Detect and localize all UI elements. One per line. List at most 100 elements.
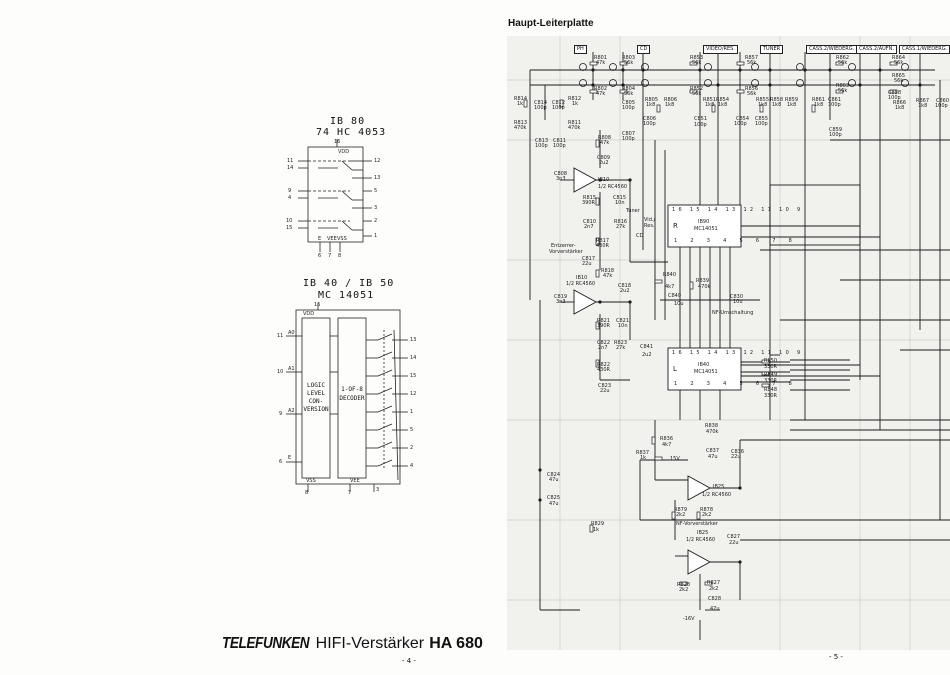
comp-c815-ref: C815 bbox=[613, 195, 627, 201]
comp-r861-ref: R861 bbox=[812, 97, 826, 103]
chip2-pin-15: 15 bbox=[410, 373, 417, 379]
ib40-name: IB40 bbox=[698, 362, 710, 368]
comp-r816-val: 27k bbox=[616, 224, 626, 230]
input-cass1-wiederg: CASS.1/WIEDERG. bbox=[899, 45, 950, 54]
logic-line-3: CON- bbox=[308, 398, 324, 405]
comp-r828-val: 2k2 bbox=[679, 587, 689, 593]
ib90-pin: 6 bbox=[755, 238, 765, 244]
comp-r812-val: 1k bbox=[572, 101, 579, 107]
comp-r802-ref: R802 bbox=[594, 86, 608, 92]
v15-label: 15V bbox=[670, 456, 680, 462]
comp-c811-val: 100p bbox=[553, 143, 566, 149]
comp-c859-ref: C859 bbox=[829, 127, 843, 133]
comp-c830-val: 10u bbox=[733, 299, 743, 305]
comp-r823-ref: R823 bbox=[614, 340, 628, 346]
input-cass2-aufn: CASS.2/AUFN. bbox=[856, 45, 897, 54]
ib40-pin: 1 bbox=[674, 381, 683, 387]
ib90-pin: 8 bbox=[788, 238, 798, 244]
comp-r838-val: 470k bbox=[706, 429, 719, 435]
comp-c837-ref: C837 bbox=[706, 448, 720, 454]
comp-r848-val: 330R bbox=[764, 393, 778, 399]
comp-c836-ref: C836 bbox=[731, 449, 745, 455]
comp-c813-val: 100p bbox=[535, 143, 548, 149]
comp-c825-ref: C825 bbox=[547, 495, 561, 501]
ib40-pin: 11 bbox=[761, 350, 775, 356]
input-cd: CD bbox=[637, 45, 651, 54]
comp-r806-val: 1k8 bbox=[665, 102, 675, 108]
chip1-title-line2: 74 HC 4053 bbox=[316, 127, 387, 138]
chip1-pin-14: 14 bbox=[287, 165, 294, 171]
chip2-vss-label: VSS bbox=[306, 478, 316, 484]
comp-c818-val: 2u2 bbox=[620, 288, 630, 294]
comp-c810-ref: C810 bbox=[583, 219, 597, 225]
nf-umschaltung-label: NF-Umschaltung bbox=[712, 310, 754, 316]
ib25a-type: 1/2 RC4560 bbox=[702, 492, 732, 498]
chip1-pin-13: 13 bbox=[374, 175, 381, 181]
comp-c837-val: 47u bbox=[708, 454, 718, 460]
ib90-pins-top: 16 15 14 13 12 11 10 9 bbox=[672, 207, 804, 213]
comp-r857-val: 56k bbox=[747, 60, 757, 66]
comp-r838-ref: R838 bbox=[705, 423, 719, 429]
comp-r806-ref: R806 bbox=[664, 97, 678, 103]
comp-c841-val: 2u2 bbox=[642, 352, 652, 358]
comp-c815-val: 10n bbox=[615, 200, 625, 206]
comp-r827-val: 2k2 bbox=[709, 586, 719, 592]
logic-line-1: LOGIC bbox=[306, 382, 326, 389]
chip1-pin-9: 9 bbox=[288, 188, 292, 194]
ib10b-type: 1/2 RC4560 bbox=[566, 281, 596, 287]
comp-r813-val: 470k bbox=[514, 125, 527, 131]
ib25b-name: IB25 bbox=[697, 530, 709, 536]
comp-r852-ref: R852 bbox=[690, 86, 704, 92]
comp-r850-val: 330R bbox=[764, 364, 778, 370]
comp-r836-ref: R836 bbox=[660, 436, 674, 442]
comp-c807-val: 100p bbox=[622, 136, 635, 142]
comp-r804-ref: R804 bbox=[622, 86, 636, 92]
comp-c861-ref: C861 bbox=[828, 97, 842, 103]
chip1-pin-8: 8 bbox=[338, 253, 342, 259]
comp-r814-val: 1k bbox=[517, 101, 524, 107]
comp-r805-val: 1k8 bbox=[646, 102, 656, 108]
tuner-label: Tuner bbox=[626, 208, 640, 214]
comp-r861-val: 1k8 bbox=[814, 102, 824, 108]
comp-r815-ref: R815 bbox=[583, 195, 597, 201]
comp-c824-ref: C824 bbox=[547, 472, 561, 478]
comp-r840-ref: R840 bbox=[663, 272, 677, 278]
comp-r854-ref: R854 bbox=[716, 97, 730, 103]
right-page-number: - 5 - bbox=[829, 653, 843, 661]
comp-r848-ref: R848 bbox=[764, 387, 778, 393]
brand-model-prefix: HIFI-Verstärker bbox=[315, 635, 425, 652]
comp-r811-val: 470k bbox=[568, 125, 581, 131]
comp-r837-ref: R837 bbox=[636, 450, 650, 456]
comp-c827-ref: C827 bbox=[727, 534, 741, 540]
comp-r864-val: 56k bbox=[894, 60, 904, 66]
comp-r854-val: 1k8 bbox=[718, 102, 728, 108]
comp-r856-ref: R856 bbox=[745, 86, 759, 92]
brand-telefunken: TELEFUNKEN bbox=[222, 635, 310, 652]
comp-r829-ref: R829 bbox=[591, 521, 605, 527]
comp-r818-ref: R818 bbox=[601, 268, 615, 274]
comp-c813-ref: C813 bbox=[535, 138, 549, 144]
comp-r816-ref: R816 bbox=[614, 219, 628, 225]
comp-r863-ref: R863 bbox=[836, 83, 850, 89]
comp-r829-val: 1k bbox=[593, 527, 600, 533]
chip1-pin-4: 4 bbox=[288, 195, 292, 201]
comp-c808-val: 3n3 bbox=[556, 176, 566, 182]
ib40-chip: 16 15 14 13 12 11 10 9 L IB40 MC14051 1 … bbox=[668, 348, 800, 390]
comp-c805-val: 100p bbox=[622, 105, 635, 111]
comp-c855-ref: C855 bbox=[755, 116, 769, 122]
comp-r850-ref: R850 bbox=[764, 358, 778, 364]
ib40-pin: 12 bbox=[743, 350, 757, 356]
chip1-pin-2: 2 bbox=[374, 218, 378, 224]
comp-r817-ref: R817 bbox=[596, 238, 610, 244]
ib90-pin: 4 bbox=[723, 238, 733, 244]
chip2-a2-label: A2 bbox=[288, 408, 295, 414]
ib40-pin: 10 bbox=[779, 350, 793, 356]
ib90-pin: 15 bbox=[689, 207, 703, 213]
chip2-a0-label: A0 bbox=[288, 330, 295, 336]
comp-c854-val: 100p bbox=[734, 121, 747, 127]
ib40-pins-top: 16 15 14 13 12 11 10 9 bbox=[672, 350, 804, 356]
comp-c817-ref: C817 bbox=[582, 256, 596, 262]
chip2-a1-label: A1 bbox=[288, 366, 295, 372]
ib90-pin: 1 bbox=[674, 238, 683, 244]
